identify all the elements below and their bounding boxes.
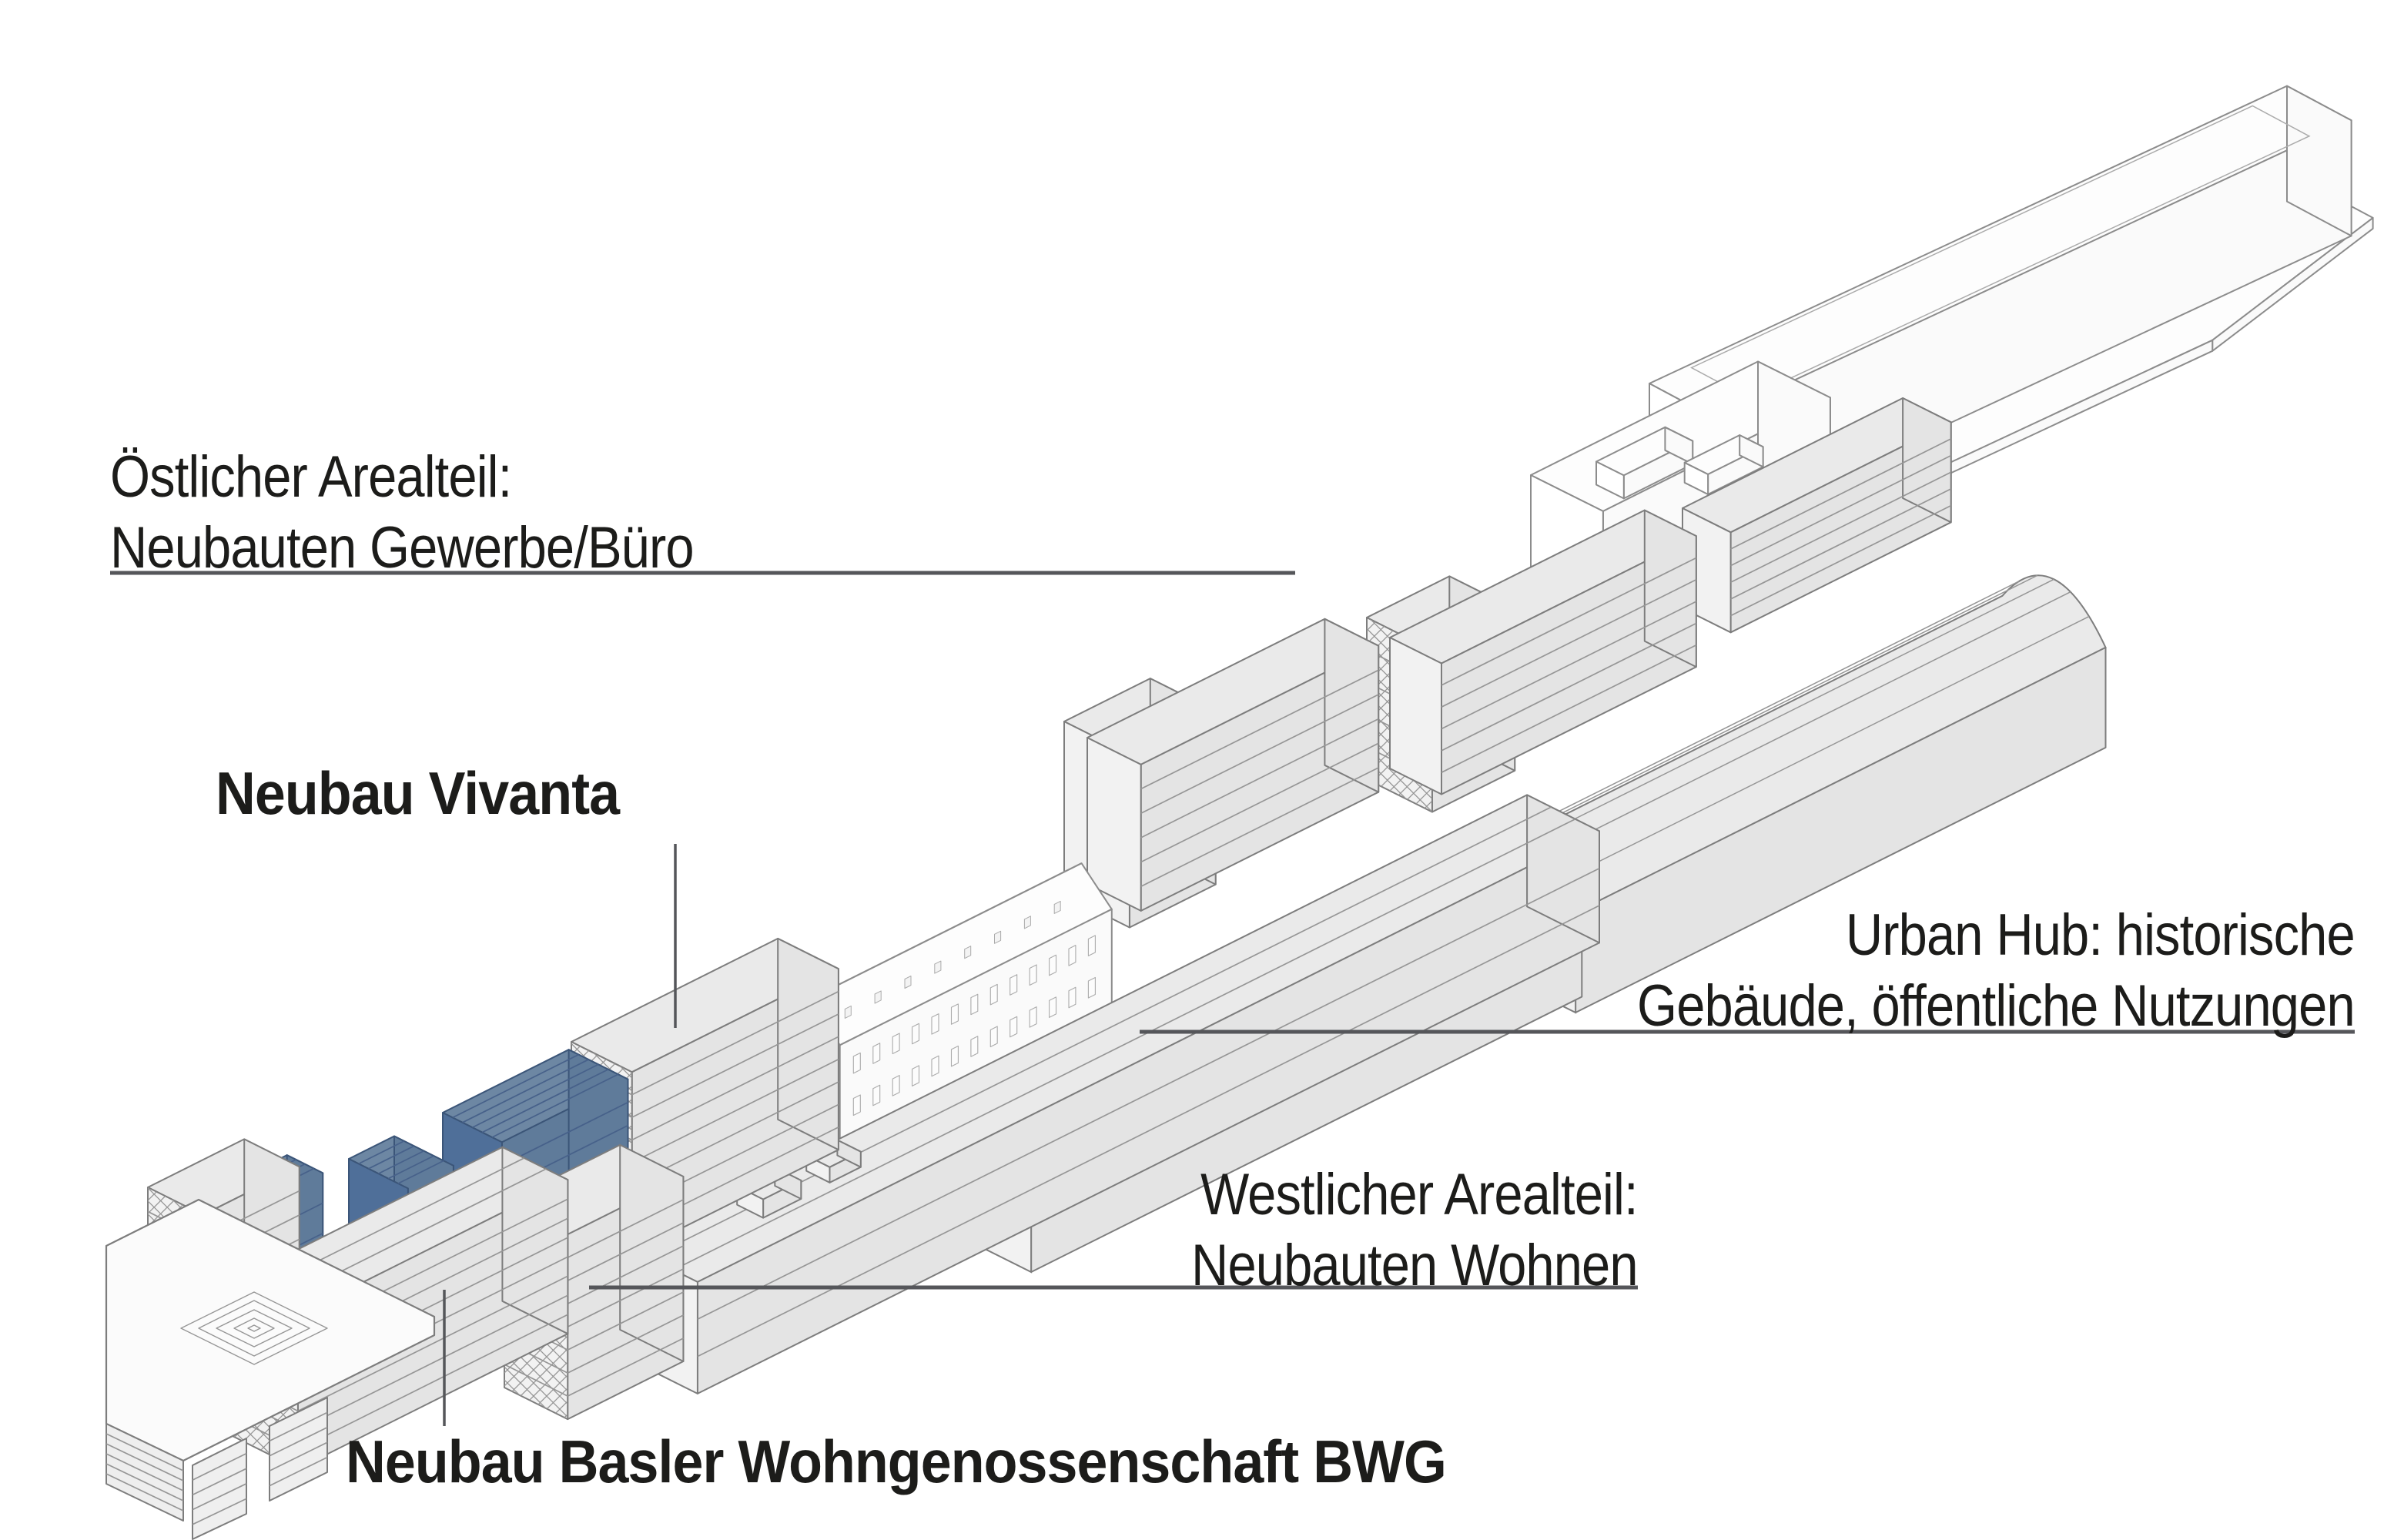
label-east-line1: Östlicher Arealteil: <box>110 444 512 510</box>
monitor-1 <box>1595 426 1694 500</box>
courtyard-head-building <box>105 1198 436 1540</box>
label-bwg: Neubau Basler Wohngenossenschaft BWG <box>346 1426 1447 1497</box>
label-urban-line1: Urban Hub: historische <box>1846 902 2355 968</box>
office-box-east <box>1682 397 1952 634</box>
office-bar-mid <box>1389 509 1697 795</box>
label-vivanta-text: Neubau Vivanta <box>216 759 620 827</box>
monitor-2 <box>1683 434 1764 495</box>
label-east-area: Östlicher Arealteil: Neubauten Gewerbe/B… <box>110 442 695 584</box>
label-west-line2: Neubauten Wohnen <box>1191 1233 1639 1298</box>
label-vivanta: Neubau Vivanta <box>216 758 620 829</box>
label-east-line2: Neubauten Gewerbe/Büro <box>110 515 695 581</box>
label-west-line1: Westlicher Arealteil: <box>1200 1162 1638 1227</box>
label-bwg-text: Neubau Basler Wohngenossenschaft BWG <box>346 1428 1447 1495</box>
label-west-area: Westlicher Arealteil: Neubauten Wohnen <box>1191 1160 1639 1301</box>
office-bar-west <box>1087 618 1380 912</box>
label-urban-line2: Gebäude, öffentliche Nutzungen <box>1637 973 2355 1039</box>
label-urban-hub: Urban Hub: historische Gebäude, öffentli… <box>1637 900 2355 1042</box>
